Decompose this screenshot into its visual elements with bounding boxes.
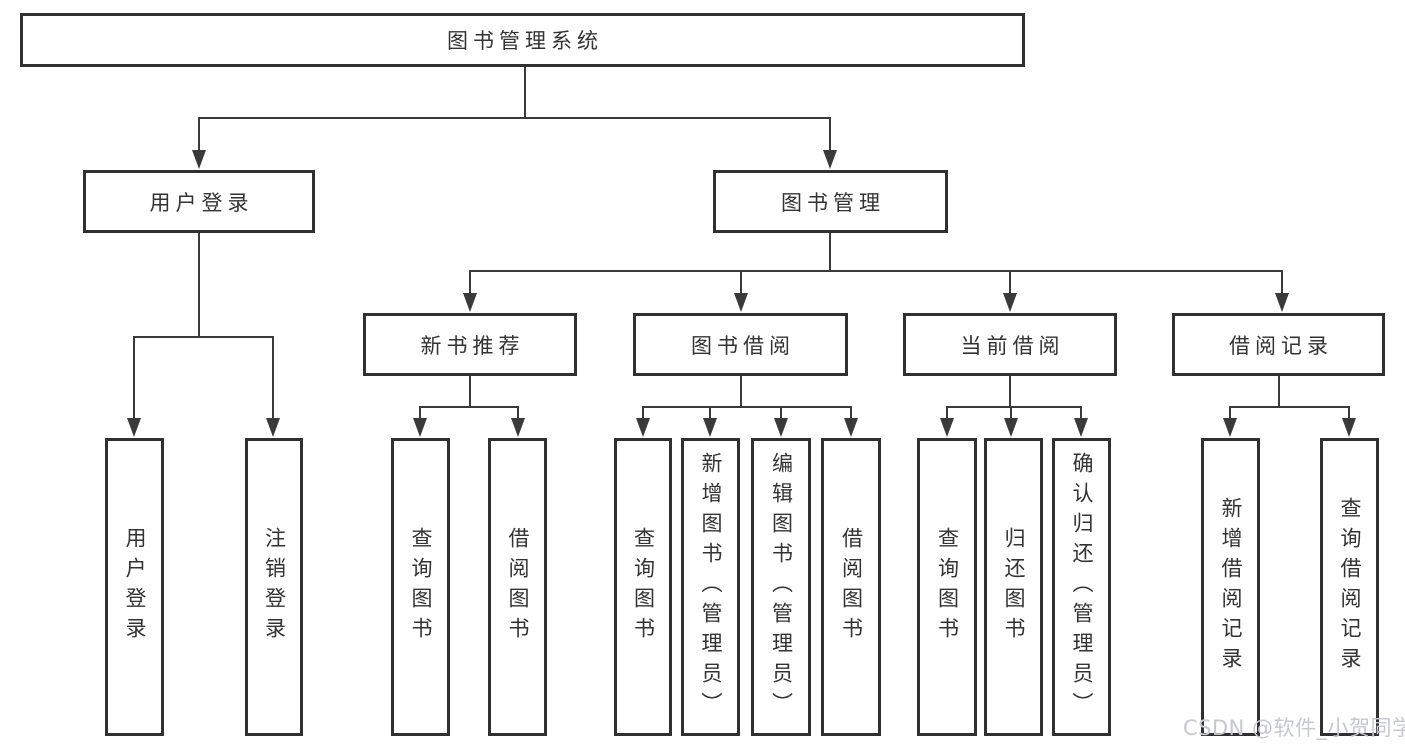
node-nbr-query-book: 查询图书 (391, 438, 450, 736)
connector-borrow-records-to-children (1223, 376, 1356, 437)
node-nbr-borrow-book-label: 借阅图书 (506, 527, 530, 647)
node-book-mgmt-branch-label: 图书管理 (781, 190, 885, 215)
connector-user-login-to-children (127, 233, 280, 437)
node-new-book-recommend: 新书推荐 (363, 313, 577, 376)
node-cb-return-book: 归还图书 (984, 438, 1043, 736)
node-user-login-label: 用户登录 (123, 527, 147, 647)
node-cb-query-book: 查询图书 (917, 438, 977, 736)
connector-new-book-rec-to-children (413, 376, 525, 437)
connector-root-to-level2 (192, 67, 837, 169)
node-root-label: 图书管理系统 (447, 29, 603, 53)
node-book-borrow-label: 图书借阅 (691, 333, 795, 358)
connector-current-borrow-to-children (940, 376, 1088, 437)
node-new-book-recommend-label: 新书推荐 (420, 333, 525, 358)
node-book-borrow: 图书借阅 (633, 313, 848, 376)
node-bb-borrow-book: 借阅图书 (821, 438, 881, 736)
node-current-borrow: 当前借阅 (903, 313, 1117, 376)
node-borrow-records: 借阅记录 (1172, 313, 1385, 376)
node-br-query-record-label: 查询借阅记录 (1338, 497, 1362, 677)
csdn-watermark: CSDN @软件_小贺同学 (1183, 716, 1405, 740)
node-cb-confirm-return-admin: 确认归还（管理员） (1052, 438, 1111, 736)
node-br-add-record: 新增借阅记录 (1201, 438, 1260, 736)
node-cb-return-book-label: 归还图书 (1002, 527, 1026, 647)
connector-book-borrow-to-children (636, 376, 858, 437)
node-cb-query-book-label: 查询图书 (935, 527, 960, 647)
node-book-mgmt-branch: 图书管理 (713, 170, 948, 233)
node-bb-query-book-label: 查询图书 (631, 527, 656, 647)
node-user-login-branch: 用户登录 (83, 170, 315, 233)
node-bb-edit-book-admin-label: 编辑图书（管理员） (769, 452, 794, 722)
node-bb-edit-book-admin: 编辑图书（管理员） (751, 438, 811, 736)
node-nbr-query-book-label: 查询图书 (409, 527, 433, 647)
node-bb-add-book-admin: 新增图书（管理员） (681, 438, 740, 736)
node-bb-add-book-admin-label: 新增图书（管理员） (699, 452, 723, 722)
node-user-login-branch-label: 用户登录 (149, 190, 254, 215)
node-logout-login: 注销登录 (245, 438, 303, 736)
node-root: 图书管理系统 (20, 13, 1025, 67)
node-nbr-borrow-book: 借阅图书 (488, 438, 547, 736)
connector-book-mgmt-to-level3 (463, 233, 1289, 312)
node-bb-query-book: 查询图书 (614, 438, 672, 736)
node-br-add-record-label: 新增借阅记录 (1219, 497, 1243, 677)
node-current-borrow-label: 当前借阅 (960, 333, 1065, 358)
node-bb-borrow-book-label: 借阅图书 (839, 527, 864, 647)
node-user-login: 用户登录 (105, 438, 164, 736)
node-borrow-records-label: 借阅记录 (1229, 333, 1333, 358)
node-br-query-record: 查询借阅记录 (1320, 438, 1379, 736)
node-cb-confirm-return-admin-label: 确认归还（管理员） (1070, 452, 1094, 722)
node-logout-login-label: 注销登录 (262, 527, 287, 647)
